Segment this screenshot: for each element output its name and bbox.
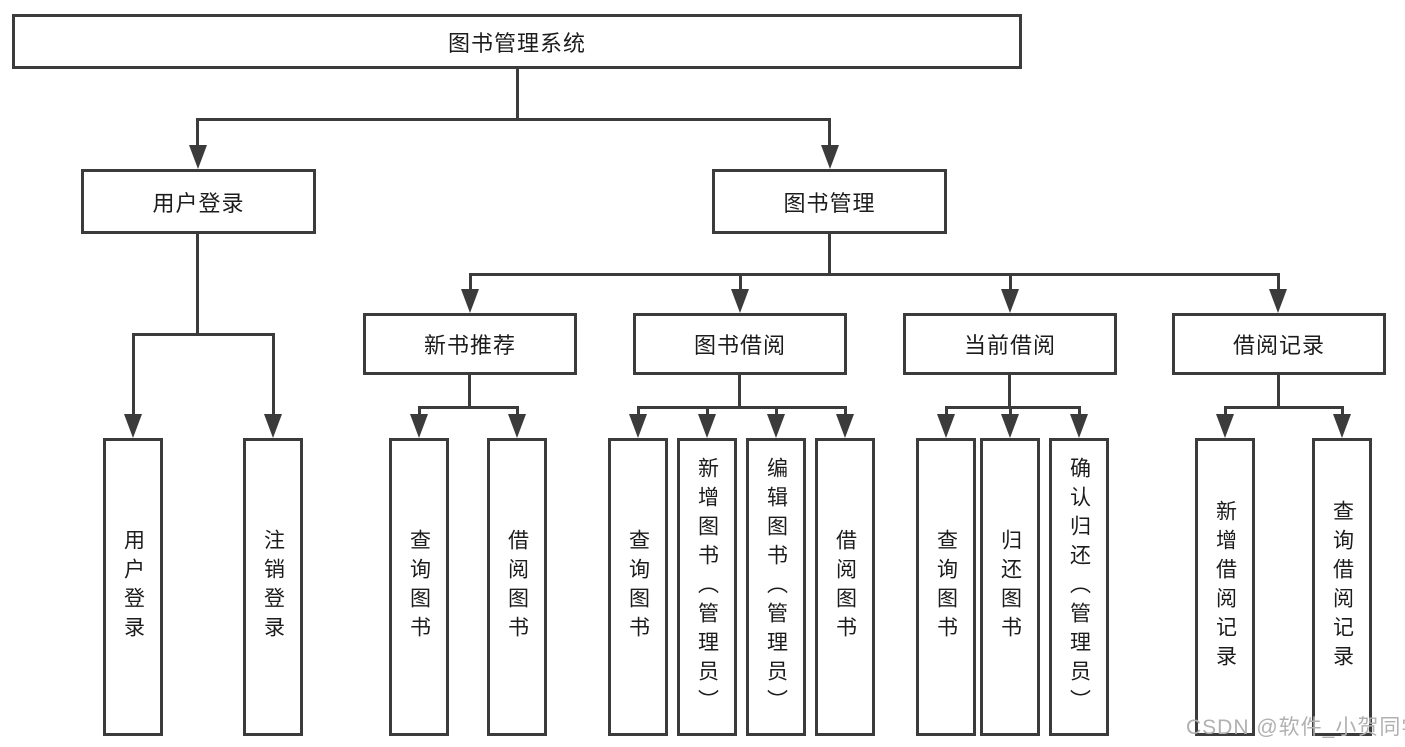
node-label: 借阅记录 — [1232, 333, 1325, 358]
connector-line — [272, 333, 275, 418]
leaf-label: 用户登录 — [121, 529, 145, 645]
arrow-down-icon — [629, 414, 647, 438]
leaf-logout: 注销登录 — [243, 438, 303, 736]
leaf-label: 查询图书 — [407, 529, 431, 645]
leaf-label: 查询图书 — [626, 529, 650, 645]
connector-line — [516, 406, 519, 418]
connector-line — [196, 118, 199, 150]
connector-line — [196, 234, 199, 336]
connector-line — [706, 406, 709, 418]
connector-line — [828, 118, 831, 150]
node-label: 用户登录 — [152, 190, 245, 216]
leaf-label: 查询图书 — [934, 529, 958, 645]
node-borrow-records: 借阅记录 — [1172, 313, 1386, 375]
arrow-down-icon — [189, 145, 207, 169]
connector-line — [1341, 406, 1344, 418]
connector-line — [418, 406, 421, 418]
arrow-down-icon — [937, 414, 955, 438]
leaf-query-borrow-record: 查询借阅记录 — [1312, 438, 1372, 736]
node-root: 图书管理系统 — [12, 14, 1022, 69]
connector-line — [132, 333, 135, 418]
connector-line — [1008, 375, 1011, 409]
arrow-down-icon — [461, 289, 479, 313]
node-label: 新书推荐 — [423, 333, 516, 358]
connector-line — [468, 375, 471, 409]
connector-line — [1224, 406, 1227, 418]
arrow-down-icon — [264, 414, 282, 438]
leaf-borrow-books-recommend: 借阅图书 — [487, 438, 547, 736]
connector-line — [945, 406, 1080, 409]
node-label: 图书借阅 — [693, 333, 786, 358]
connector-line — [637, 406, 640, 418]
leaf-label: 确认归还（管理员） — [1067, 456, 1091, 718]
leaf-query-books-recommend: 查询图书 — [389, 438, 449, 736]
leaf-add-borrow-record: 新增借阅记录 — [1195, 438, 1255, 736]
leaf-label: 新增借阅记录 — [1213, 500, 1237, 674]
leaf-user-login: 用户登录 — [103, 438, 163, 736]
connector-line — [738, 375, 741, 409]
arrow-down-icon — [508, 414, 526, 438]
connector-line — [418, 406, 518, 409]
arrow-down-icon — [1269, 289, 1287, 313]
connector-line — [1009, 406, 1012, 418]
connector-line — [469, 273, 1280, 276]
leaf-query-books-borrow: 查询图书 — [608, 438, 668, 736]
connector-line — [739, 273, 742, 293]
node-book-management: 图书管理 — [712, 169, 947, 234]
leaf-label: 借阅图书 — [833, 529, 857, 645]
connector-line — [1224, 406, 1343, 409]
connector-line — [844, 406, 847, 418]
node-new-book-recommend: 新书推荐 — [363, 313, 577, 375]
arrow-down-icon — [731, 289, 749, 313]
leaf-confirm-return-admin: 确认归还（管理员） — [1049, 438, 1109, 736]
watermark: CSDN @软件_小贺同学 — [1186, 716, 1405, 739]
connector-line — [469, 273, 472, 293]
arrow-down-icon — [836, 414, 854, 438]
arrow-down-icon — [821, 145, 839, 169]
node-user-login: 用户登录 — [81, 169, 316, 234]
connector-line — [828, 234, 831, 276]
leaf-label: 借阅图书 — [505, 529, 529, 645]
connector-line — [1277, 273, 1280, 293]
arrow-down-icon — [410, 414, 428, 438]
leaf-label: 新增图书（管理员） — [695, 456, 719, 718]
connector-line — [775, 406, 778, 418]
leaf-return-books: 归还图书 — [980, 438, 1040, 736]
connector-line — [132, 333, 274, 336]
connector-line — [1009, 273, 1012, 293]
connector-line — [945, 406, 948, 418]
connector-line — [637, 406, 846, 409]
arrow-down-icon — [1001, 289, 1019, 313]
leaf-label: 编辑图书（管理员） — [764, 456, 788, 718]
node-label: 图书管理 — [783, 190, 876, 216]
connector-line — [1277, 375, 1280, 409]
arrow-down-icon — [767, 414, 785, 438]
node-label: 当前借阅 — [963, 333, 1056, 358]
arrow-down-icon — [698, 414, 716, 438]
arrow-down-icon — [124, 414, 142, 438]
node-book-borrow: 图书借阅 — [633, 313, 847, 375]
leaf-borrow-books: 借阅图书 — [815, 438, 875, 736]
connector-line — [1078, 406, 1081, 418]
arrow-down-icon — [1001, 414, 1019, 438]
leaf-edit-books-admin: 编辑图书（管理员） — [746, 438, 806, 736]
arrow-down-icon — [1333, 414, 1351, 438]
connector-line — [196, 118, 830, 121]
arrow-down-icon — [1216, 414, 1234, 438]
leaf-label: 归还图书 — [998, 529, 1022, 645]
leaf-add-books-admin: 新增图书（管理员） — [677, 438, 737, 736]
node-current-borrow: 当前借阅 — [903, 313, 1117, 375]
leaf-label: 注销登录 — [261, 529, 285, 645]
leaf-label: 查询借阅记录 — [1330, 500, 1354, 674]
connector-line — [516, 69, 519, 121]
node-root-label: 图书管理系统 — [447, 30, 586, 56]
arrow-down-icon — [1070, 414, 1088, 438]
leaf-query-books-current: 查询图书 — [916, 438, 976, 736]
